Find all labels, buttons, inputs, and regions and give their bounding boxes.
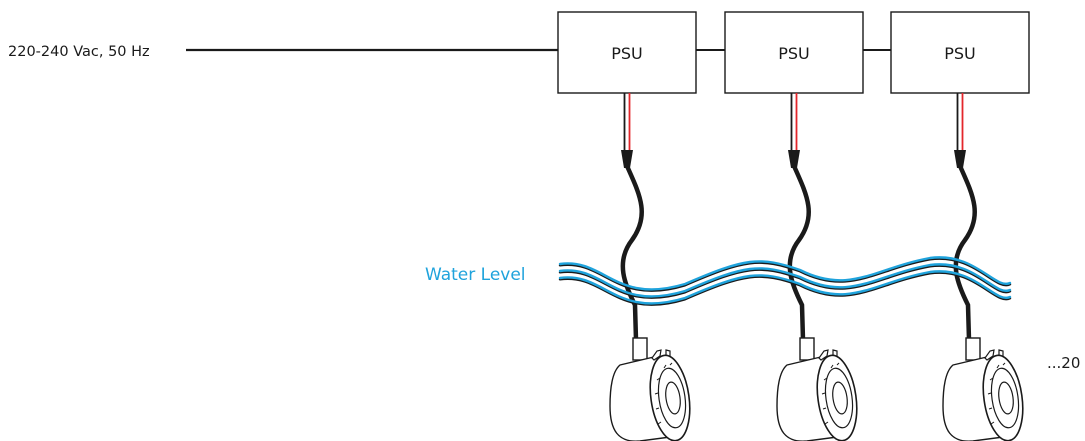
mains-supply-label: 220-240 Vac, 50 Hz <box>8 44 150 60</box>
cable-icon <box>620 163 645 343</box>
cable-1 <box>620 93 645 343</box>
underwater-light-fixture-icon <box>942 337 1029 441</box>
cable-3 <box>953 93 978 343</box>
psu-label: PSU <box>944 44 976 63</box>
cable-sleeve <box>788 150 800 168</box>
psu-unit-1: PSU <box>557 11 697 94</box>
fixture-count-label: ...20 <box>1047 354 1080 372</box>
psu-unit-3: PSU <box>890 11 1030 94</box>
cable-icon <box>787 163 812 343</box>
psu-label: PSU <box>778 44 810 63</box>
water-wave-icon <box>558 256 1012 306</box>
psu-box-icon <box>724 11 864 94</box>
cable-icon <box>953 163 978 343</box>
psu-box-icon <box>557 11 697 94</box>
underwater-light-fixture-icon <box>776 337 863 441</box>
underwater-light-fixture-icon <box>609 337 696 441</box>
water-level-label: Water Level <box>425 265 526 285</box>
cable-2 <box>787 93 812 343</box>
psu-box-icon <box>890 11 1030 94</box>
cable-sleeve <box>954 150 966 168</box>
psu-label: PSU <box>611 44 643 63</box>
cable-sleeve <box>621 150 633 168</box>
psu-unit-2: PSU <box>724 11 864 94</box>
